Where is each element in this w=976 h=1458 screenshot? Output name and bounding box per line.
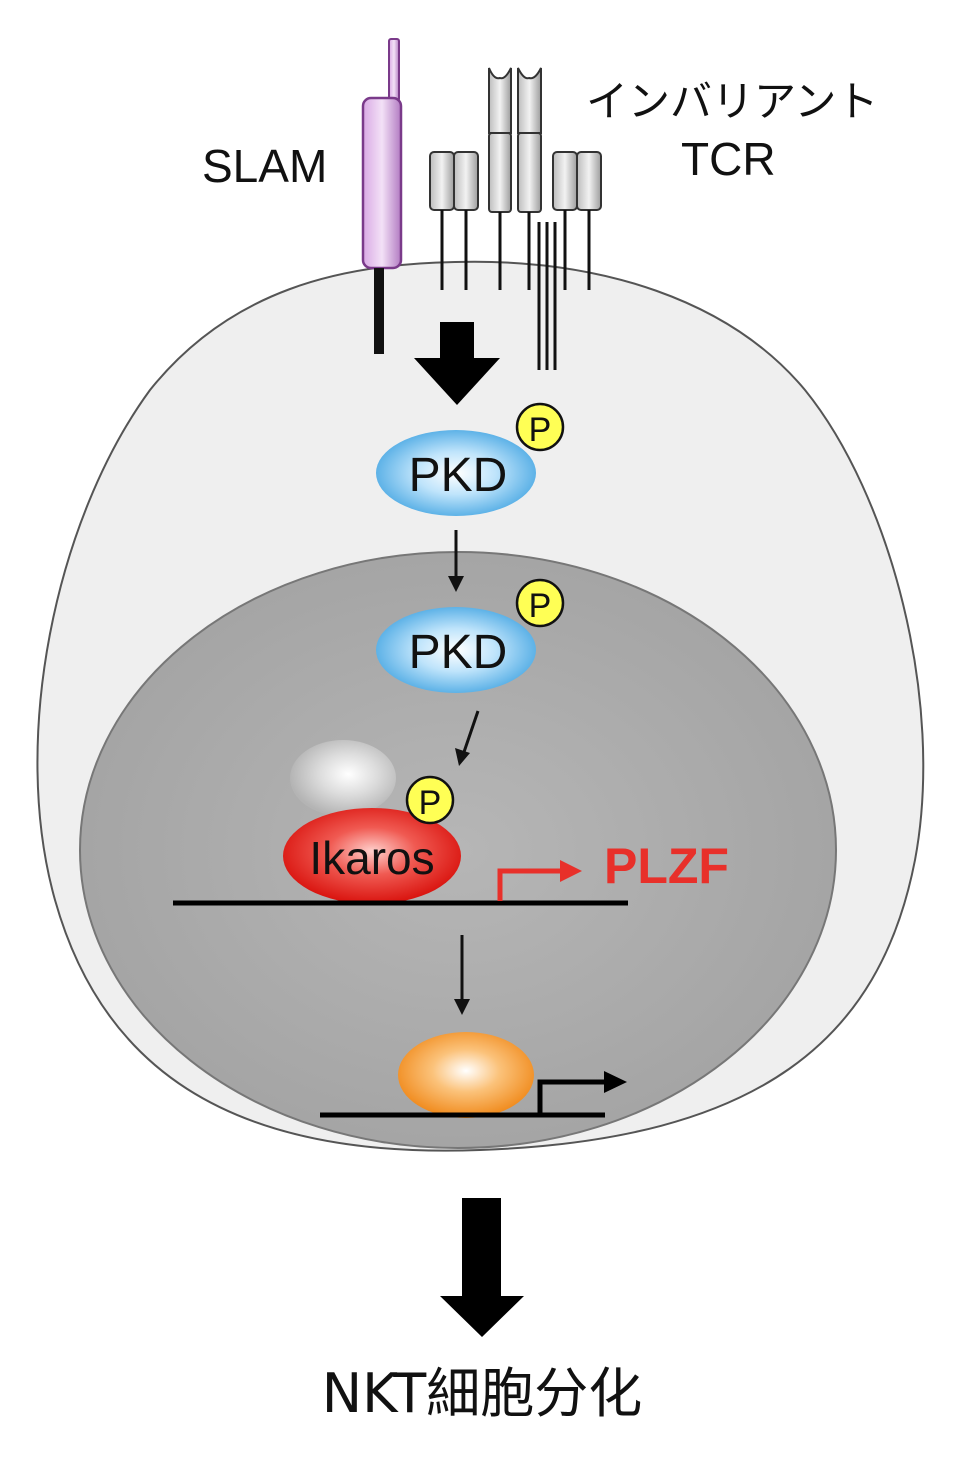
phospho-label-1: P [529,411,552,449]
pkd-nucleus-label: PKD [409,626,508,679]
pkd-cytoplasm-label: PKD [409,449,508,502]
slam-label: SLAM [202,140,327,192]
slam-receptor [361,38,403,354]
outcome-arrow-big [440,1198,524,1337]
pkd-nucleus: PKD [376,607,536,693]
tcr-label-line1: インバリアント [586,77,878,126]
ikaros-label: Ikaros [309,832,434,884]
arrow-plzf-to-target [454,935,470,1015]
arrow-pkd-translocation [448,530,464,592]
target-promoter-arrow [537,1071,627,1113]
tcr-label-line2: TCR [681,133,776,185]
ikaros-protein: Ikaros [283,808,461,904]
arrow-pkd-to-ikaros [455,710,480,766]
target-transcription-factor [398,1032,534,1118]
plzf-promoter-arrow [497,860,582,901]
outcome-label: NKT細胞分化 [322,1362,643,1425]
invariant-tcr-complex [429,67,602,370]
phospho-badge-3: P [405,775,455,825]
phospho-label-3: P [419,784,442,822]
phospho-badge-1: P [515,402,565,452]
phospho-label-2: P [529,587,552,625]
pkd-cytoplasm: PKD [376,430,536,516]
cofactor-protein [290,740,396,816]
phospho-badge-2: P [515,578,565,628]
plzf-label: PLZF [604,838,729,894]
signal-arrow-big [414,322,500,405]
